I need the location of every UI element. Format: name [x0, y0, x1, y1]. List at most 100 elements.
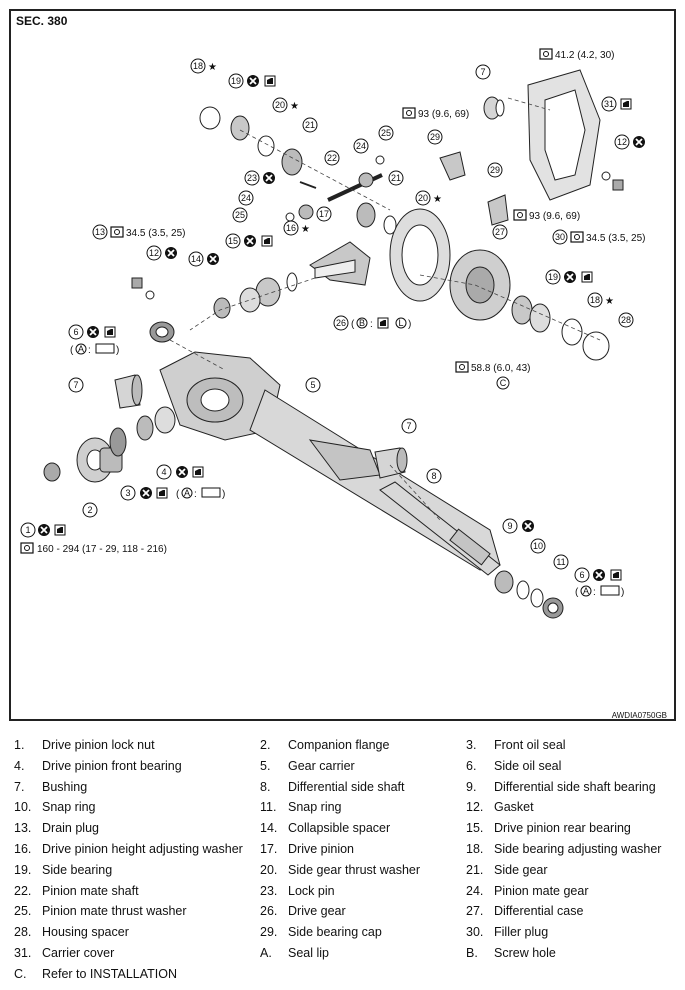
svg-text:21: 21: [391, 173, 401, 183]
figure-id: AWDIA0750GB: [611, 711, 667, 720]
svg-text:2: 2: [87, 505, 92, 515]
svg-text:7: 7: [480, 67, 485, 77]
svg-text:17: 17: [319, 209, 329, 219]
svg-text:(: (: [575, 587, 579, 598]
callout-5: 5: [305, 377, 321, 393]
side-gear-left-drawing: [281, 148, 303, 176]
legend-number: 31.: [14, 946, 32, 960]
assembly-lines: [169, 97, 601, 521]
legend-text: Drive pinion: [288, 842, 355, 856]
callout-12-right: 12: [614, 134, 646, 150]
side-oil-seal-drawing: [149, 321, 175, 343]
pinion-mate-shaft-drawing: [327, 173, 383, 202]
callout-7-left: 7: [68, 377, 84, 393]
legend-number: 17.: [260, 842, 278, 856]
lock-nut-drawing: [43, 462, 61, 482]
svg-text:★: ★: [208, 62, 217, 73]
callout-14: 14: [188, 251, 220, 267]
bushing-left-drawing: [114, 374, 143, 409]
callout-26: 26 (B:L): [333, 315, 411, 331]
legend-number: 20.: [260, 862, 278, 877]
torque-t6: 58.8 (6.0, 43): [471, 363, 530, 374]
svg-text:★: ★: [290, 101, 299, 112]
svg-text:21: 21: [305, 120, 315, 130]
callout-19-right: 19: [545, 269, 593, 285]
legend-number: 11.: [260, 800, 277, 815]
torque-t4: 34.5 (3.5, 25): [126, 228, 185, 239]
legend-number: 22.: [14, 883, 32, 898]
snap-ring-10-drawing: [516, 580, 530, 600]
torque-t7: 160 - 294 (17 - 29, 118 - 216): [37, 544, 167, 555]
svg-text:19: 19: [548, 272, 558, 282]
svg-text:28: 28: [621, 315, 631, 325]
legend-text: Differential side shaft bearing: [494, 779, 656, 794]
legend-text: Collapsible spacer: [288, 821, 391, 836]
legend-number: 24.: [466, 883, 484, 898]
svg-text:(: (: [176, 489, 180, 500]
legend-text: Pinion mate gear: [494, 883, 589, 898]
legend-text: Differential case: [494, 904, 584, 919]
legend-number: 18.: [466, 842, 484, 856]
legend-number: 5.: [260, 758, 271, 773]
legend-number: 25.: [14, 904, 32, 919]
svg-text:18: 18: [590, 295, 600, 305]
bearing-cap-top-drawing: [439, 151, 466, 181]
svg-text:1: 1: [25, 525, 30, 535]
callout-1: 1: [20, 522, 66, 538]
legend-number: 2.: [260, 738, 271, 752]
svg-text:26: 26: [336, 318, 346, 328]
legend-number: A.: [260, 946, 272, 960]
legend-text: Gear carrier: [288, 758, 355, 773]
side-oil-seal-right-drawing: [542, 597, 564, 619]
legend-text: Snap ring: [42, 800, 96, 815]
svg-text:): ): [621, 587, 624, 598]
callout-21-bottom: 21: [388, 170, 404, 186]
legend-text: Bushing: [42, 779, 88, 794]
svg-text:12: 12: [149, 248, 159, 258]
note-c: C: [496, 376, 510, 390]
svg-text:24: 24: [356, 141, 366, 151]
legend-text: Side bearing cap: [288, 925, 382, 940]
svg-text:C: C: [500, 378, 507, 388]
front-oil-seal-drawing: [109, 427, 127, 457]
callout-25-bottom: 25: [232, 207, 248, 223]
legend-number: 23.: [260, 883, 278, 898]
svg-text:6: 6: [73, 327, 78, 337]
svg-text:7: 7: [406, 421, 411, 431]
drain-plug-drawing: [131, 277, 143, 289]
rear-bearing-drawing: [239, 277, 281, 313]
side-bearing-left-drawing: [199, 106, 250, 141]
section-label: SEC. 380: [16, 14, 68, 28]
callout-24-bottom: 24: [238, 190, 254, 206]
legend-number: 29.: [260, 925, 278, 940]
legend-number: 1.: [14, 738, 25, 752]
svg-text:★: ★: [433, 194, 442, 205]
svg-text:18: 18: [193, 61, 203, 71]
side-shaft-bearing-drawing: [494, 570, 514, 594]
legend-text: Pinion mate shaft: [42, 883, 139, 898]
drain-gasket-drawing: [145, 290, 155, 300]
callouts: 1 2 3 (A:) 4 5 6 (A:) 6 (A:) 7 7 7 8 9 1…: [20, 58, 646, 598]
svg-text:B: B: [359, 318, 365, 328]
legend-number: 16.: [14, 842, 32, 856]
legend-text: Gasket: [494, 800, 534, 815]
svg-text:20: 20: [418, 193, 428, 203]
legend-text: Side gear thrust washer: [288, 862, 421, 877]
legend-number: 10.: [14, 800, 32, 815]
differential-case-drawing: [449, 249, 511, 321]
legend-number: 8.: [260, 779, 271, 794]
svg-text:): ): [222, 489, 225, 500]
thrust-washer-left-drawing: [257, 135, 275, 157]
thrust-washer-right-drawing: [383, 215, 397, 235]
callout-12-left: 12: [146, 245, 178, 261]
svg-text:(: (: [70, 345, 74, 356]
svg-text:★: ★: [301, 224, 310, 235]
svg-text:A: A: [184, 488, 190, 498]
drive-pinion-drawing: [309, 241, 371, 286]
svg-text::: :: [593, 587, 596, 598]
bearing-cap-bottom-drawing: [487, 194, 509, 226]
callout-19-left: 19: [228, 73, 276, 89]
callout-22: 22: [324, 150, 340, 166]
drive-gear-drawing: [389, 208, 451, 302]
legend-text: Differential side shaft: [288, 779, 405, 794]
